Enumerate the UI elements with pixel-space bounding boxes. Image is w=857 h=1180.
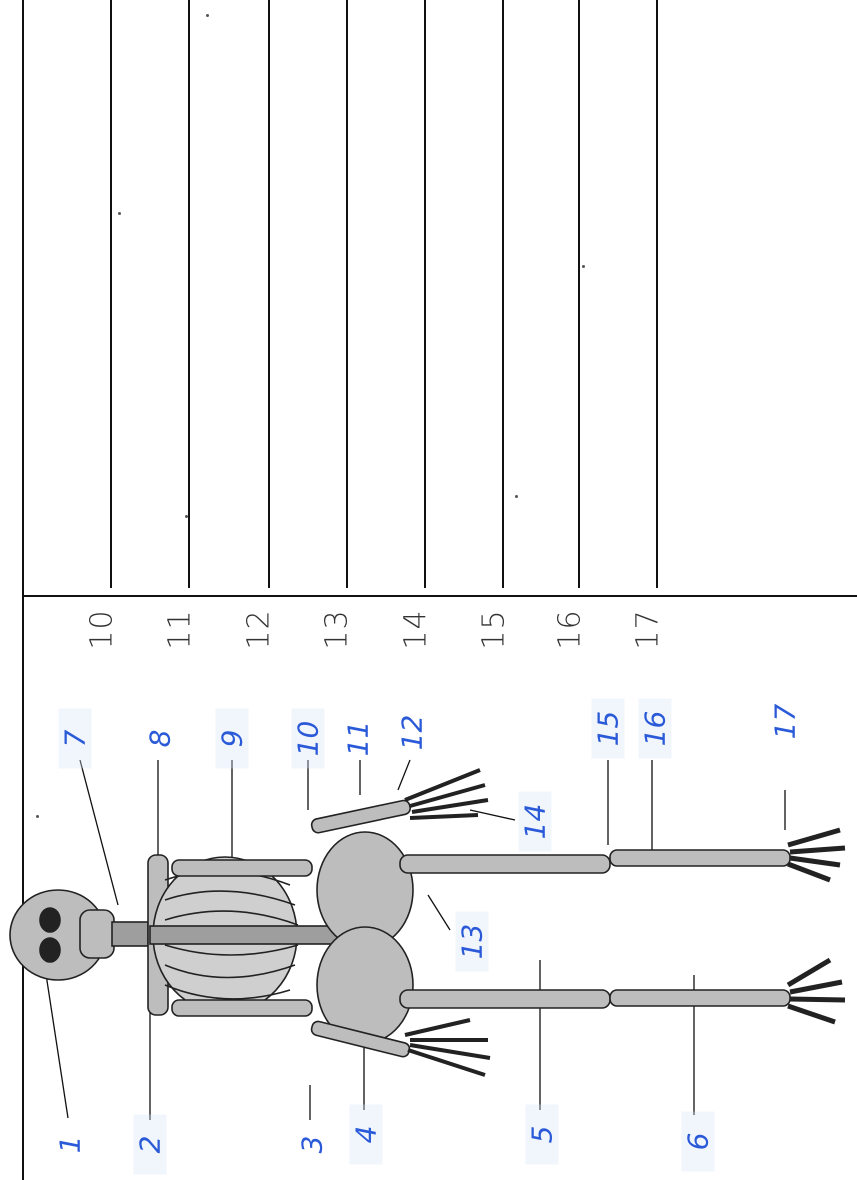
handwritten-label-6: 6 — [682, 1112, 715, 1172]
handwritten-label-12: 12 — [396, 703, 429, 763]
handwritten-label-1: 1 — [54, 1115, 87, 1175]
handwritten-label-10: 10 — [292, 709, 325, 769]
handwritten-label-16: 16 — [639, 699, 672, 759]
handwritten-label-11: 11 — [342, 709, 375, 769]
handwritten-label-7: 7 — [59, 709, 92, 769]
scan-speck — [36, 815, 39, 818]
scan-speck — [185, 515, 188, 518]
handwritten-label-15: 15 — [592, 699, 625, 759]
handwritten-label-2: 2 — [134, 1115, 167, 1175]
skeleton — [10, 770, 845, 1075]
handwritten-label-14: 14 — [519, 792, 552, 852]
handwritten-label-17: 17 — [769, 692, 802, 752]
scan-speck — [206, 14, 209, 17]
scan-speck — [118, 212, 121, 215]
handwritten-label-8: 8 — [144, 709, 177, 769]
handwritten-label-13: 13 — [456, 912, 489, 972]
scan-speck — [515, 495, 518, 498]
handwritten-label-3: 3 — [296, 1115, 329, 1175]
handwritten-label-4: 4 — [350, 1105, 383, 1165]
handwritten-label-5: 5 — [526, 1105, 559, 1165]
scan-speck — [582, 265, 585, 268]
handwritten-label-9: 9 — [216, 709, 249, 769]
